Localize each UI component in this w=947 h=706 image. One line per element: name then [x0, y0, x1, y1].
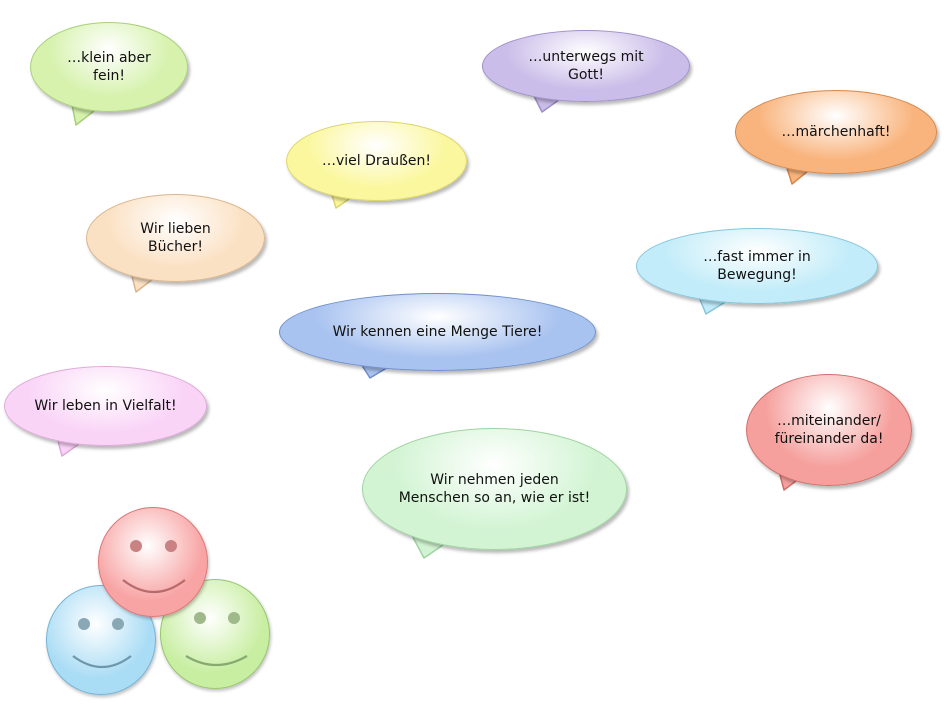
speech-bubble-wir-leben-in-vielfalt: Wir leben in Vielfalt!: [4, 366, 207, 446]
speech-bubble-text: Wir nehmen jeden Menschen so an, wie er …: [398, 472, 591, 506]
speech-bubble-klein-aber-fein: …klein aber fein!: [30, 22, 188, 112]
speech-bubble-unterwegs-mit-gott: …unterwegs mit Gott!: [482, 30, 690, 102]
speech-bubble-viel-draussen: …viel Draußen!: [286, 121, 467, 201]
speech-bubble-wir-kennen-eine-menge-tiere: Wir kennen eine Menge Tiere!: [279, 293, 596, 371]
speech-bubble-text: …klein aber fein!: [67, 50, 151, 84]
speech-bubble-text: Wir lieben Bücher!: [140, 221, 211, 255]
speech-bubble-text: …fast immer in Bewegung!: [703, 249, 811, 283]
speech-bubble-text: Wir leben in Vielfalt!: [34, 398, 177, 414]
red-smiley-icon: [98, 507, 208, 617]
speech-bubble-text: …märchenhaft!: [781, 124, 891, 140]
speech-bubble-text: …miteinander/ füreinander da!: [774, 413, 884, 447]
speech-bubble-wir-nehmen-jeden-menschen: Wir nehmen jeden Menschen so an, wie er …: [362, 428, 627, 550]
speech-bubble-text: …viel Draußen!: [321, 153, 432, 169]
speech-bubble-maerchenhaft: …märchenhaft!: [735, 90, 937, 174]
speech-bubble-wir-lieben-buecher: Wir lieben Bücher!: [86, 194, 265, 282]
speech-bubble-text: …unterwegs mit Gott!: [528, 49, 644, 83]
speech-bubble-miteinander-fuereinander-da: …miteinander/ füreinander da!: [746, 374, 912, 486]
speech-bubble-fast-immer-in-bewegung: …fast immer in Bewegung!: [636, 228, 878, 304]
speech-bubble-text: Wir kennen eine Menge Tiere!: [332, 324, 543, 340]
